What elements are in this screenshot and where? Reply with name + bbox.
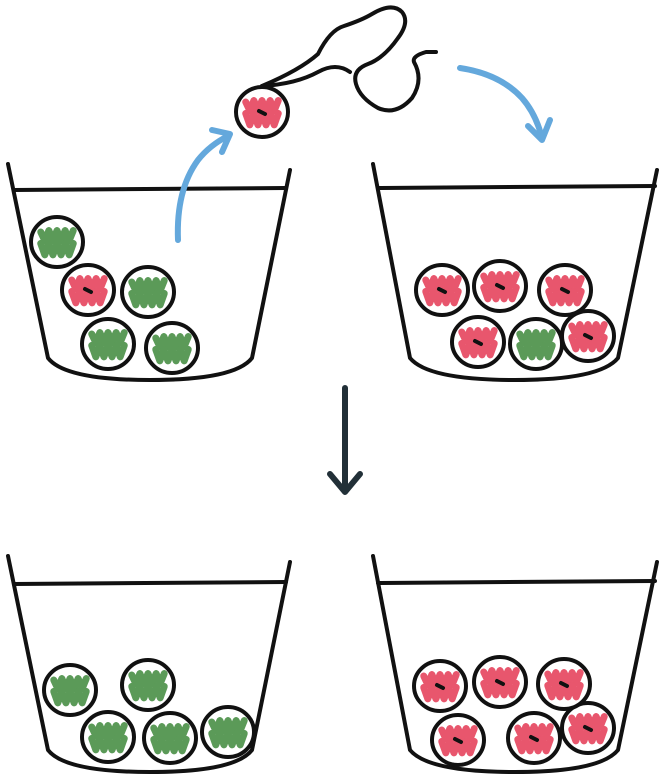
red-ball [560,701,616,755]
red-ball [412,659,468,713]
curved-arrow-icon [174,127,233,243]
green-ball [80,710,136,764]
red-ball [536,657,592,711]
red-ball [560,309,616,363]
red-ball [450,315,506,369]
red-ball [537,263,593,317]
basket-top-right [371,162,659,382]
green-ball [120,658,176,712]
balls-top-right [414,259,616,371]
balls-top-left [29,215,200,375]
red-ball [414,263,470,317]
curved-arrow-icon [457,65,553,143]
red-ball [506,711,562,765]
green-ball [142,711,198,765]
basket-top-left [6,162,292,382]
red-ball [430,713,486,767]
red-ball [472,259,528,313]
tweezers-icon [260,5,438,113]
green-ball [120,265,176,319]
red-ball [234,85,290,139]
green-ball [29,215,85,269]
green-ball [508,317,564,371]
red-ball [472,655,528,709]
basket-bottom-left [6,554,292,774]
green-ball [200,705,256,759]
green-ball [42,663,98,717]
green-ball [80,317,136,371]
green-ball [144,321,200,375]
red-ball [60,263,116,317]
down-arrow-icon [327,385,363,495]
basket-bottom-right [371,554,659,774]
balls-bottom-left [42,658,256,765]
balls-bottom-right [412,655,616,767]
moving-ball [234,85,290,139]
